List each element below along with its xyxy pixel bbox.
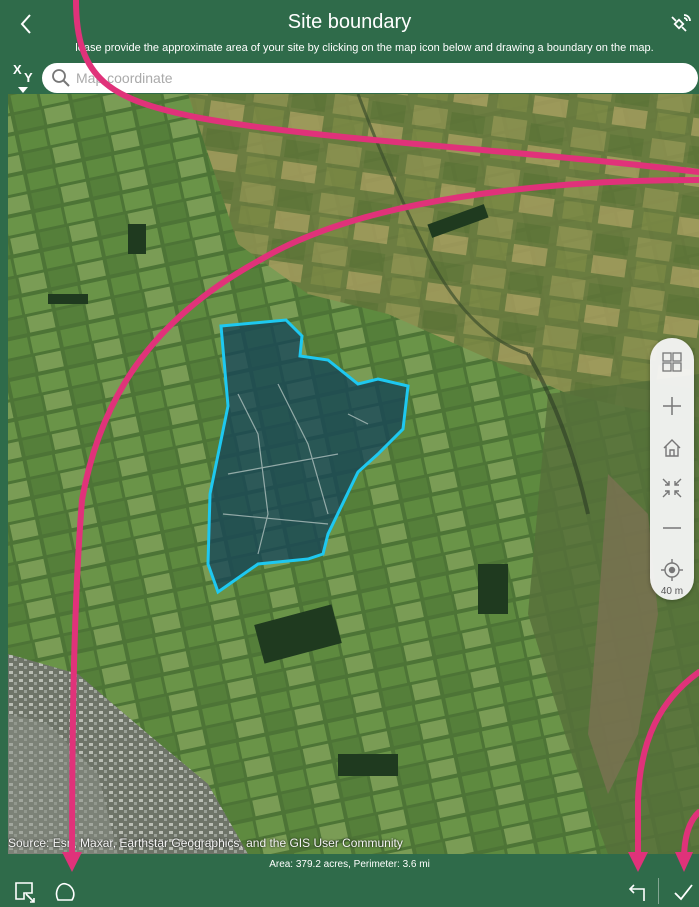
zoom-out-button[interactable]: [654, 510, 690, 546]
toolbar-divider: [658, 878, 659, 904]
map-view[interactable]: 40 m: [8, 94, 699, 854]
select-polygon-icon: [15, 882, 35, 903]
back-button[interactable]: [14, 10, 38, 38]
basemap-button[interactable]: [654, 344, 690, 380]
zoom-to-extent-button[interactable]: [654, 470, 690, 506]
search-box[interactable]: [42, 63, 698, 93]
xy-y-label: Y: [24, 70, 33, 85]
site-boundary-polygon[interactable]: [8, 94, 699, 854]
locate-button[interactable]: [654, 552, 690, 588]
scale-label: 40 m: [660, 586, 684, 597]
zoom-to-extent-icon: [662, 478, 682, 498]
search-icon: [46, 63, 76, 93]
search-input[interactable]: [76, 64, 698, 92]
minus-icon: [663, 527, 681, 529]
header-bar: Site boundary lease provide the approxim…: [0, 0, 699, 60]
checkmark-icon: [674, 884, 693, 901]
caret-down-icon: [18, 87, 28, 93]
select-polygon-button[interactable]: [10, 877, 40, 907]
area-perimeter-readout: Area: 379.2 acres, Perimeter: 3.6 mi: [0, 855, 699, 875]
undo-button[interactable]: [622, 877, 652, 907]
locate-icon: [661, 559, 683, 581]
coordinate-format-button[interactable]: X Y: [10, 62, 40, 98]
zoom-in-button[interactable]: [654, 388, 690, 424]
map-controls: 40 m: [650, 338, 694, 600]
gps-button[interactable]: [667, 12, 693, 38]
chevron-left-icon: [20, 14, 31, 34]
done-button[interactable]: [668, 877, 698, 907]
home-button[interactable]: [654, 430, 690, 466]
freehand-draw-icon: [55, 882, 75, 901]
undo-icon: [628, 884, 645, 901]
bottom-toolbar: [0, 875, 699, 907]
page-title: Site boundary: [287, 11, 412, 33]
plus-icon: [663, 397, 681, 415]
xy-x-label: X: [13, 62, 22, 77]
home-icon: [663, 439, 681, 457]
page-instructions: lease provide the approximate area of yo…: [75, 42, 654, 54]
satellite-icon: [671, 14, 691, 32]
freehand-draw-button[interactable]: [50, 877, 80, 907]
map-attribution: Source: Esri, Maxar, Earthstar Geographi…: [8, 836, 403, 850]
basemap-gallery-icon: [662, 352, 682, 372]
